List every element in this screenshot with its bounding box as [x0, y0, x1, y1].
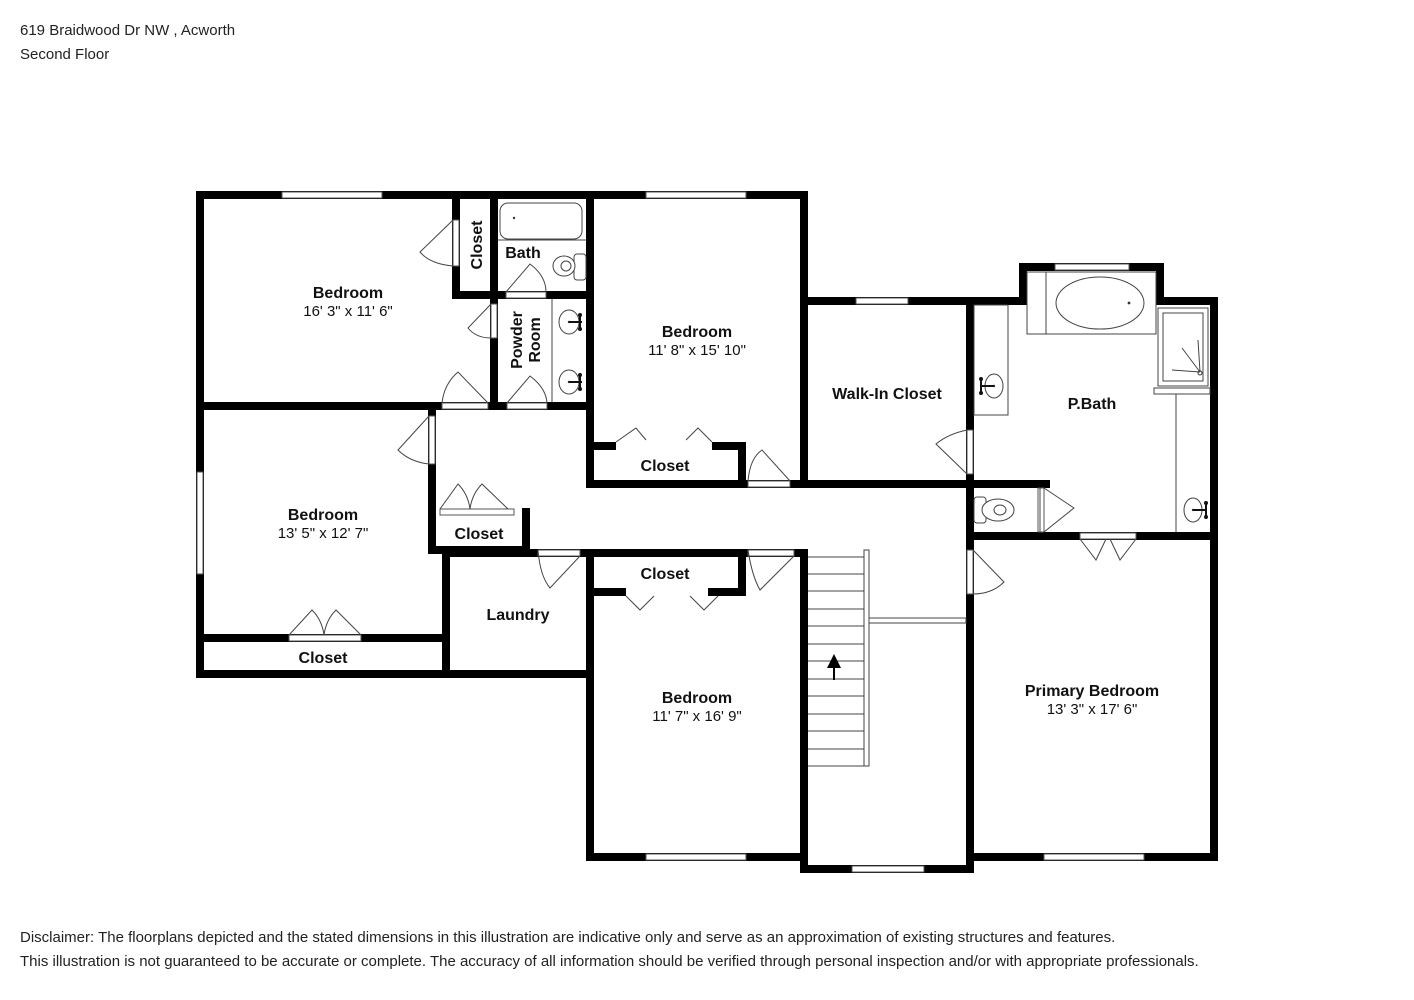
- room-dims-bedroom-s: 11' 7" x 16' 9": [652, 708, 742, 725]
- room-name-bedroom-n: Bedroom: [662, 324, 732, 341]
- sink-icon: [1183, 497, 1208, 523]
- room-name-pbath: P.Bath: [1068, 396, 1117, 413]
- room-name-closet-n: Closet: [641, 458, 691, 475]
- room-dims-bedroom-nw: 16' 3" x 11' 6": [303, 303, 393, 320]
- disclaimer-line-2: This illustration is not guaranteed to b…: [20, 953, 1199, 970]
- room-name-closet-sw: Closet: [299, 650, 349, 667]
- room-name-closet-hall: Closet: [455, 526, 505, 543]
- room-name-closet-nw: Closet: [469, 220, 486, 270]
- toilet-icon: [973, 496, 1015, 524]
- room-dims-bedroom-w: 13' 5" x 12' 7": [278, 525, 369, 542]
- room-name-laundry: Laundry: [486, 607, 549, 624]
- room-name-bedroom-nw: Bedroom: [313, 285, 383, 302]
- room-name-closet-s: Closet: [641, 566, 691, 583]
- sink-icon: [558, 369, 582, 395]
- stairs-up-arrow-icon: [827, 654, 841, 680]
- property-address: 619 Braidwood Dr NW , Acworth: [20, 22, 236, 39]
- disclaimer-line-1: Disclaimer: The floorplans depicted and …: [20, 929, 1116, 946]
- toilet-icon: [552, 253, 587, 281]
- room-name-primary-bedroom: Primary Bedroom: [1025, 683, 1159, 700]
- fixtures: [498, 202, 1211, 532]
- room-name-bath: Bath: [505, 245, 541, 262]
- sink-icon: [558, 309, 582, 335]
- room-labels: Bedroom 16' 3" x 11' 6" Closet Bath Powd…: [278, 220, 1159, 725]
- floor-label: Second Floor: [20, 46, 110, 63]
- room-name-powder-line1: Powder: [509, 311, 526, 369]
- room-dims-bedroom-n: 11' 8" x 15' 10": [648, 342, 746, 359]
- room-name-powder-line2: Room: [527, 317, 544, 362]
- bathtub-icon: [499, 202, 583, 240]
- shower-icon: [1157, 307, 1209, 387]
- stairs: [808, 549, 967, 767]
- room-dims-primary-bedroom: 13' 3" x 17' 6": [1047, 701, 1138, 718]
- room-name-bedroom-s: Bedroom: [662, 690, 732, 707]
- room-name-bedroom-w: Bedroom: [288, 507, 358, 524]
- room-name-walk-in-closet: Walk-In Closet: [832, 386, 942, 403]
- doors: [288, 219, 1137, 642]
- windows: [196, 191, 1145, 873]
- sink-icon: [979, 373, 1004, 399]
